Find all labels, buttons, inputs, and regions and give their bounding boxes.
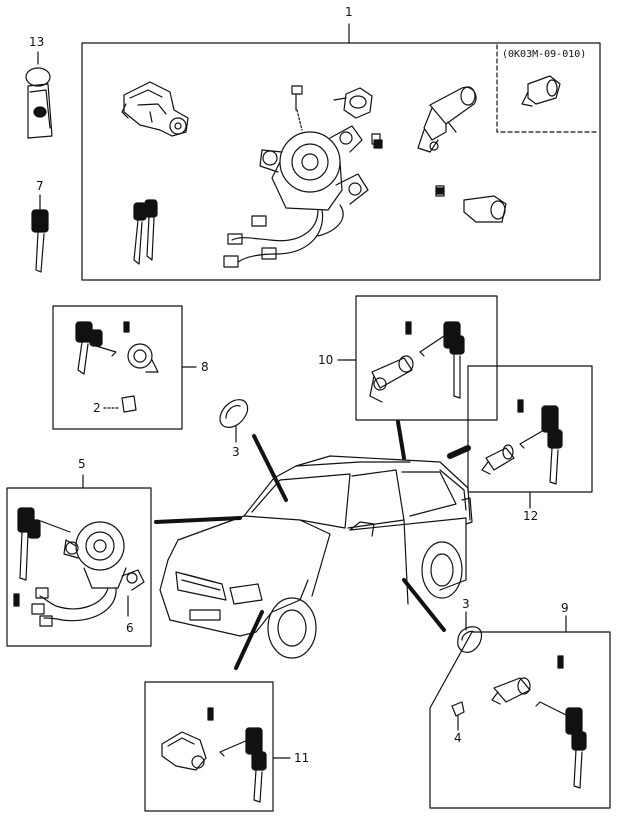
key-7 [32, 195, 48, 272]
cylinder-0k03m [522, 76, 560, 106]
callout-10: 10 [318, 353, 334, 367]
callout-3-right: 3 [462, 597, 470, 611]
callout-13: 13 [29, 35, 45, 49]
gasket-3-left [220, 400, 248, 442]
box-1-lock-set [82, 24, 600, 280]
box-9-lock-set [430, 616, 610, 808]
box-8-door-lock-set [53, 306, 196, 429]
box-5-ignition-set [7, 475, 151, 646]
callout-6: 6 [126, 621, 134, 635]
key-pair-box1 [134, 200, 157, 264]
callout-1: 1 [345, 5, 353, 19]
callout-2: 2 [93, 401, 101, 415]
callout-11: 11 [294, 751, 310, 765]
part-code-label: (0K03M-09-010) [502, 49, 587, 60]
callout-7: 7 [36, 179, 44, 193]
box-11-lock-set [145, 682, 290, 811]
ignition-switch-assembly [224, 86, 368, 267]
callout-9: 9 [561, 601, 569, 615]
key-tag-13 [26, 52, 52, 138]
callout-5: 5 [78, 457, 86, 471]
vehicle-illustration [160, 456, 472, 658]
steering-lock-housing [122, 82, 188, 136]
callout-4: 4 [454, 731, 462, 745]
box-12-lock-set [468, 366, 592, 508]
steering-lock-cylinder [418, 87, 476, 152]
box-10-lock-set [338, 296, 497, 420]
leader-lines [156, 422, 468, 668]
trunk-lock-cylinder [436, 186, 506, 222]
callout-3-left: 3 [232, 445, 240, 459]
callout-12: 12 [523, 509, 539, 523]
door-lock-cylinder-top [334, 88, 382, 148]
callout-8: 8 [201, 360, 209, 374]
